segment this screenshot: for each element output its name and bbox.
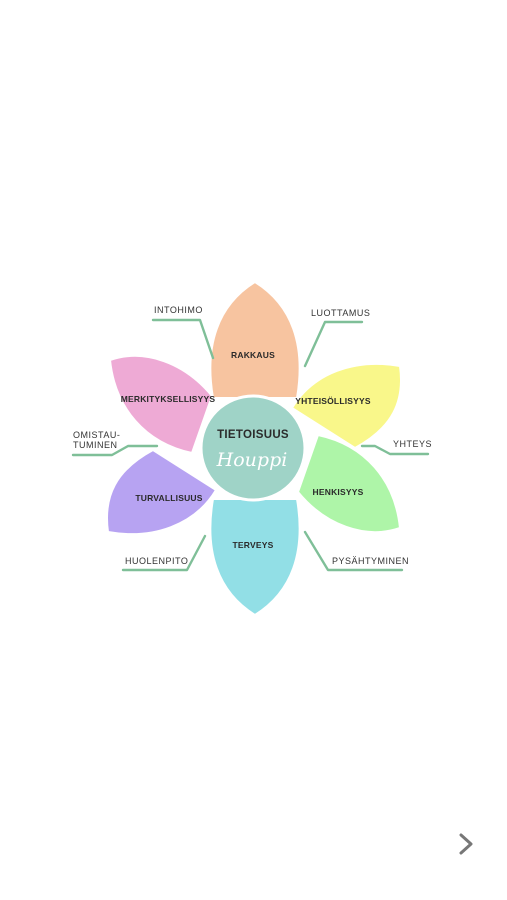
petal-terveys <box>209 498 301 617</box>
petal-henkisyys <box>296 433 402 534</box>
petal-labels: RAKKAUS YHTEISÖLLISYYS HENKISYYS TERVEYS… <box>121 350 371 550</box>
outer-label-intohimo: INTOHIMO <box>154 305 203 315</box>
outer-label-omistautuminen-line1: OMISTAU- <box>73 430 120 440</box>
petal-label-yhteisollisyys: YHTEISÖLLISYYS <box>295 396 371 406</box>
outer-label-luottamus: LUOTTAMUS <box>311 308 370 318</box>
leader-lines <box>71 318 430 572</box>
petal-yhteisollisyys <box>290 362 402 450</box>
leader-huolenpito <box>121 534 207 572</box>
petals <box>106 280 402 617</box>
chevron-right-icon <box>459 833 473 855</box>
outer-label-pysahtyminen: PYSÄHTYMINEN <box>332 556 409 566</box>
petal-merkityksellisyys <box>108 354 214 455</box>
center-node: TIETOISUUS Houppi <box>199 394 307 502</box>
leader-yhteys <box>360 444 430 456</box>
center-logo-script: Houppi <box>216 449 288 471</box>
outer-labels: INTOHIMO LUOTTAMUS YHTEYS PYSÄHTYMINEN H… <box>73 305 432 566</box>
petal-label-rakkaus: RAKKAUS <box>231 350 275 360</box>
outer-label-huolenpito: HUOLENPITO <box>125 556 188 566</box>
petal-rakkaus <box>209 280 301 399</box>
next-slide-button[interactable] <box>452 828 480 860</box>
leader-omistautuminen <box>71 444 159 457</box>
center-title: TIETOISUUS <box>217 429 289 441</box>
center-circle <box>199 394 307 502</box>
leader-luottamus <box>303 320 364 368</box>
petal-label-terveys: TERVEYS <box>233 540 274 550</box>
leader-pysahtyminen <box>303 530 404 572</box>
petal-label-henkisyys: HENKISYYS <box>313 487 364 497</box>
outer-label-yhteys: YHTEYS <box>393 439 432 449</box>
petal-label-turvallisuus: TURVALLISUUS <box>135 493 202 503</box>
leader-intohimo <box>151 318 215 360</box>
petal-turvallisuus <box>106 448 218 536</box>
outer-label-omistautuminen-line2: TUMINEN <box>73 440 118 450</box>
petal-label-merkityksellisyys: MERKITYKSELLISYYS <box>121 394 216 404</box>
